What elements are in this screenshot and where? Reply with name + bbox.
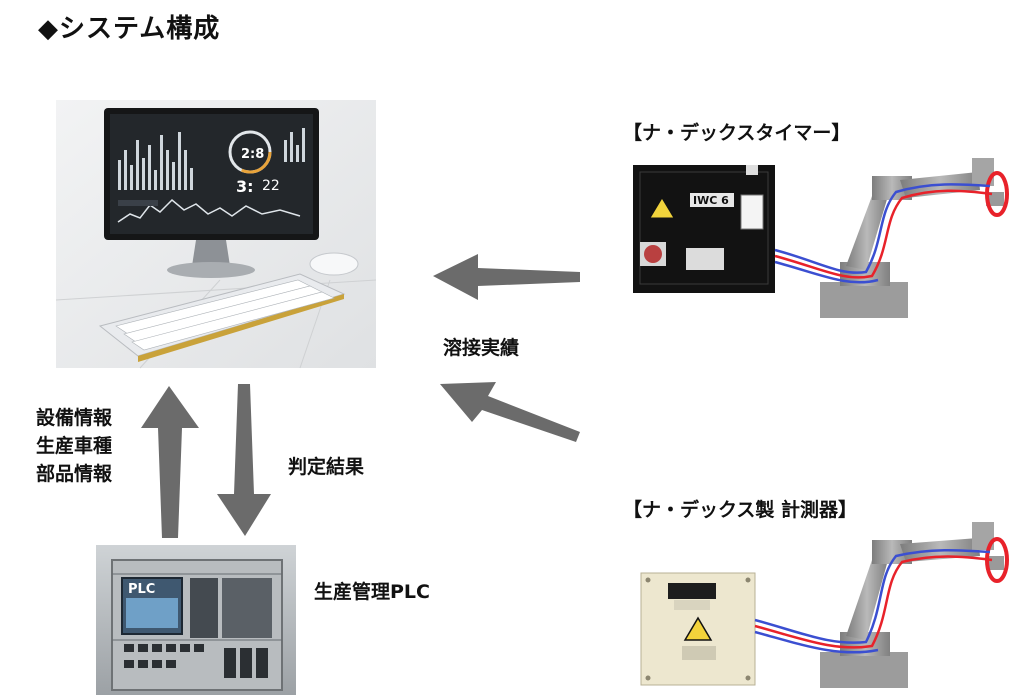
equipment-info-label: 設備情報 生産車種 部品情報 <box>36 404 112 488</box>
page-title: ◆システム構成 <box>38 14 221 44</box>
equipment-info-line-3: 部品情報 <box>36 463 113 485</box>
arrow-pc-to-plc <box>217 384 271 536</box>
dashboard-graphic: 2:8 3: 22 <box>117 128 305 223</box>
equipment-info-line-2: 生産車種 <box>36 435 113 457</box>
cables-bottom <box>754 548 993 654</box>
timer-badge: IWC 6 <box>693 194 729 207</box>
welding-meter-image <box>640 572 756 686</box>
monitor-readout-3: 22 <box>262 178 280 194</box>
equipment-info-line-1: 設備情報 <box>36 407 113 429</box>
arrow-meter-to-pc <box>440 382 580 442</box>
cables-top <box>774 183 993 284</box>
keyboard <box>98 273 346 362</box>
welding-robot-bottom <box>820 522 1009 688</box>
welding-robot-top <box>820 158 1009 318</box>
timer-heading: 【ナ・デックスタイマー】 <box>623 122 851 144</box>
production-plc-label: 生産管理PLC <box>314 581 430 603</box>
monitor-readout-1: 2:8 <box>241 147 264 162</box>
arrow-timer-to-pc <box>433 254 580 300</box>
plc-screen-text: PLC <box>128 582 155 597</box>
welding-timer-image: IWC 6 <box>633 165 775 293</box>
welding-results-label: 溶接実績 <box>443 337 520 359</box>
arrows <box>141 254 580 538</box>
computer-image: 2:8 3: 22 <box>55 100 377 369</box>
plc-image: PLC <box>96 545 296 695</box>
meter-heading: 【ナ・デックス製 計測器】 <box>623 499 858 521</box>
arrow-plc-to-pc <box>141 386 199 538</box>
judgment-result-label: 判定結果 <box>288 456 365 478</box>
monitor-readout-2: 3: <box>236 177 254 196</box>
